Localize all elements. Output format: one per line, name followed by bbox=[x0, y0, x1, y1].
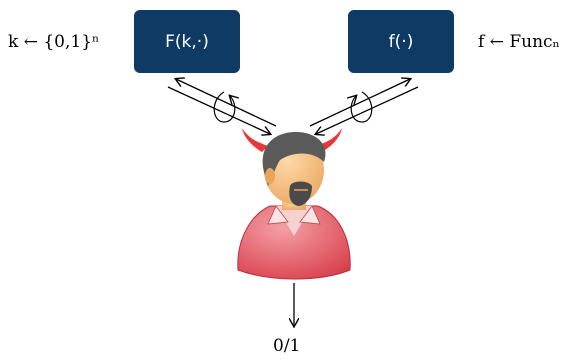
right-loop-icon bbox=[351, 91, 373, 123]
left-arrow-to-adversary bbox=[167, 86, 270, 134]
prf-oracle-box: F(k,·) bbox=[134, 10, 240, 73]
left-loop-icon bbox=[213, 91, 235, 123]
right-channel-arrows bbox=[309, 79, 419, 134]
right-arrow-to-adversary bbox=[316, 86, 419, 134]
left-channel-arrows bbox=[167, 79, 277, 134]
function-sampling-label: f ← Funcₙ bbox=[478, 32, 560, 52]
left-arrow-to-oracle bbox=[176, 79, 277, 127]
random-function-oracle-box: f(·) bbox=[348, 10, 454, 73]
key-sampling-label: k ← {0,1}ⁿ bbox=[8, 32, 100, 52]
output-label: 0/1 bbox=[273, 336, 301, 356]
right-arrow-to-oracle bbox=[309, 79, 410, 127]
random-function-oracle-label: f(·) bbox=[388, 31, 414, 52]
devil-person-icon bbox=[237, 128, 351, 280]
prf-oracle-label: F(k,·) bbox=[165, 31, 209, 52]
